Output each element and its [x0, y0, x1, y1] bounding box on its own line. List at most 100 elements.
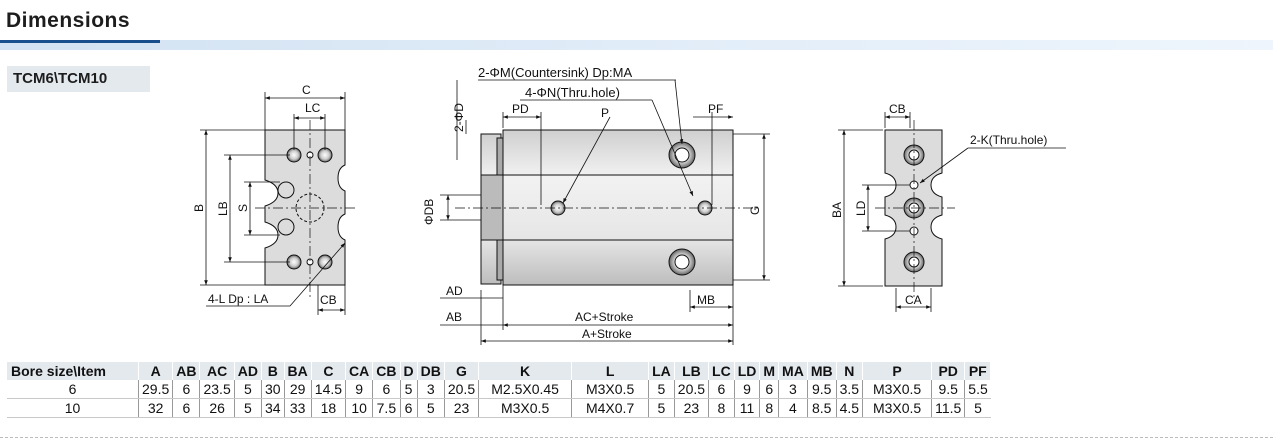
table-header: C	[311, 362, 347, 380]
title-underline-accent	[0, 40, 160, 43]
table-cell: 10	[345, 398, 374, 418]
table-cell: 6	[372, 380, 401, 399]
table-cell: 3	[417, 380, 445, 399]
table-cell: 4.5	[836, 398, 864, 418]
table-cell: 34	[261, 398, 285, 418]
table-header: D	[400, 362, 418, 380]
table-cell: M3X0.5	[571, 380, 650, 399]
dim-c: C	[302, 83, 311, 97]
dim-ad: AD	[446, 284, 463, 298]
table-header: N	[836, 362, 864, 380]
table-cell: 6	[172, 398, 201, 418]
table-cell: 9.5	[807, 380, 837, 399]
dim-pd: PD	[512, 102, 529, 116]
table-cell: 33	[284, 398, 312, 418]
table-cell: 11.5	[931, 398, 966, 418]
dim-lc: LC	[305, 101, 321, 115]
table-header: MA	[778, 362, 808, 380]
table-cell: 3	[778, 380, 808, 399]
table-cell: 6	[759, 380, 780, 399]
dim-l-dp: 4-L Dp : LA	[208, 292, 268, 306]
table-cell: 6	[7, 380, 139, 399]
table-header: K	[478, 362, 573, 380]
dim-d2: 2-ΦD	[452, 103, 466, 132]
table-cell: 8.5	[807, 398, 837, 418]
table-header: DB	[417, 362, 445, 380]
table-cell: 32	[138, 398, 174, 418]
table-cell: 6	[172, 380, 201, 399]
table-header: PD	[931, 362, 966, 380]
table-cell: 11	[734, 398, 761, 418]
table-header: AC	[199, 362, 235, 380]
table-header: LC	[708, 362, 735, 380]
dim-lb: LB	[216, 201, 230, 216]
dim-cb-right: CB	[889, 102, 906, 116]
table-cell: 14.5	[311, 380, 347, 399]
table-cell: 5.5	[964, 380, 991, 399]
note-m: 2-ΦM(Countersink) Dp:MA	[478, 65, 632, 80]
table-cell: 9.5	[931, 380, 966, 399]
table-cell: M4X0.7	[571, 398, 650, 418]
table-cell: 5	[234, 380, 262, 399]
model-label: TCM6\TCM10	[7, 66, 150, 92]
table-cell: 4	[778, 398, 808, 418]
table-cell: 29	[284, 380, 312, 399]
table-header: P	[862, 362, 933, 380]
left-view	[255, 120, 355, 300]
table-cell: M2.5X0.45	[478, 380, 573, 399]
table-cell: 5	[417, 398, 445, 418]
table-cell: 3.5	[836, 380, 864, 399]
right-view	[875, 120, 955, 298]
table-cell: 26	[199, 398, 235, 418]
note-k: 2-K(Thru.hole)	[970, 133, 1047, 147]
table-cell: 18	[311, 398, 347, 418]
dim-cb-left: CB	[320, 293, 337, 307]
dim-ba: BA	[830, 202, 844, 218]
table-header: LB	[674, 362, 710, 380]
table-cell: 23	[444, 398, 480, 418]
table-header: Bore size\Item	[7, 362, 139, 380]
dim-a-stroke: A+Stroke	[582, 327, 632, 341]
table-header: CB	[372, 362, 401, 380]
table-header: G	[444, 362, 480, 380]
table-cell: 30	[261, 380, 285, 399]
dim-ac-stroke: AC+Stroke	[575, 310, 634, 324]
note-n: 4-ΦN(Thru.hole)	[525, 85, 620, 100]
table-cell: 5	[964, 398, 991, 418]
table-header: AB	[172, 362, 201, 380]
table-cell: M3X0.5	[862, 398, 933, 418]
table-cell: 23	[674, 398, 710, 418]
table-cell: 6	[400, 398, 418, 418]
table-header: LA	[648, 362, 675, 380]
table-header: PF	[964, 362, 992, 380]
center-view	[455, 129, 760, 286]
table-cell: 29.5	[138, 380, 174, 399]
table-header: CA	[345, 362, 374, 380]
table-header: B	[261, 362, 285, 380]
table-cell: 5	[648, 398, 675, 418]
table-cell: 5	[400, 380, 418, 399]
dimensions-table: Bore size\Item A AB AC AD B BA C CA CB D…	[7, 362, 992, 418]
bottom-divider	[0, 437, 1273, 438]
dim-s: S	[236, 204, 250, 212]
left-dimensions	[200, 92, 346, 315]
title-underline-bar	[0, 40, 1273, 50]
dim-mb: MB	[697, 293, 715, 307]
dim-db: ΦDB	[422, 199, 436, 225]
table-row: 6 29.5 6 23.5 5 30 29 14.5 9 6 5 3 20.5 …	[7, 380, 991, 399]
table-header: M	[759, 362, 780, 380]
table-cell: 6	[708, 380, 735, 399]
table-cell: 5	[648, 380, 675, 399]
dim-ca: CA	[905, 293, 922, 307]
table-cell: 9	[345, 380, 374, 399]
table-cell: 23.5	[199, 380, 235, 399]
technical-drawing: C LC B LB S 4-L Dp : LA CB	[192, 65, 1066, 345]
page-title: Dimensions	[6, 9, 131, 32]
table-cell: 20.5	[444, 380, 480, 399]
table-cell: 7.5	[372, 398, 401, 418]
dim-g: G	[748, 206, 762, 215]
dim-ab: AB	[446, 310, 462, 324]
table-cell: 8	[759, 398, 780, 418]
table-cell: 8	[708, 398, 735, 418]
table-header: AD	[234, 362, 262, 380]
